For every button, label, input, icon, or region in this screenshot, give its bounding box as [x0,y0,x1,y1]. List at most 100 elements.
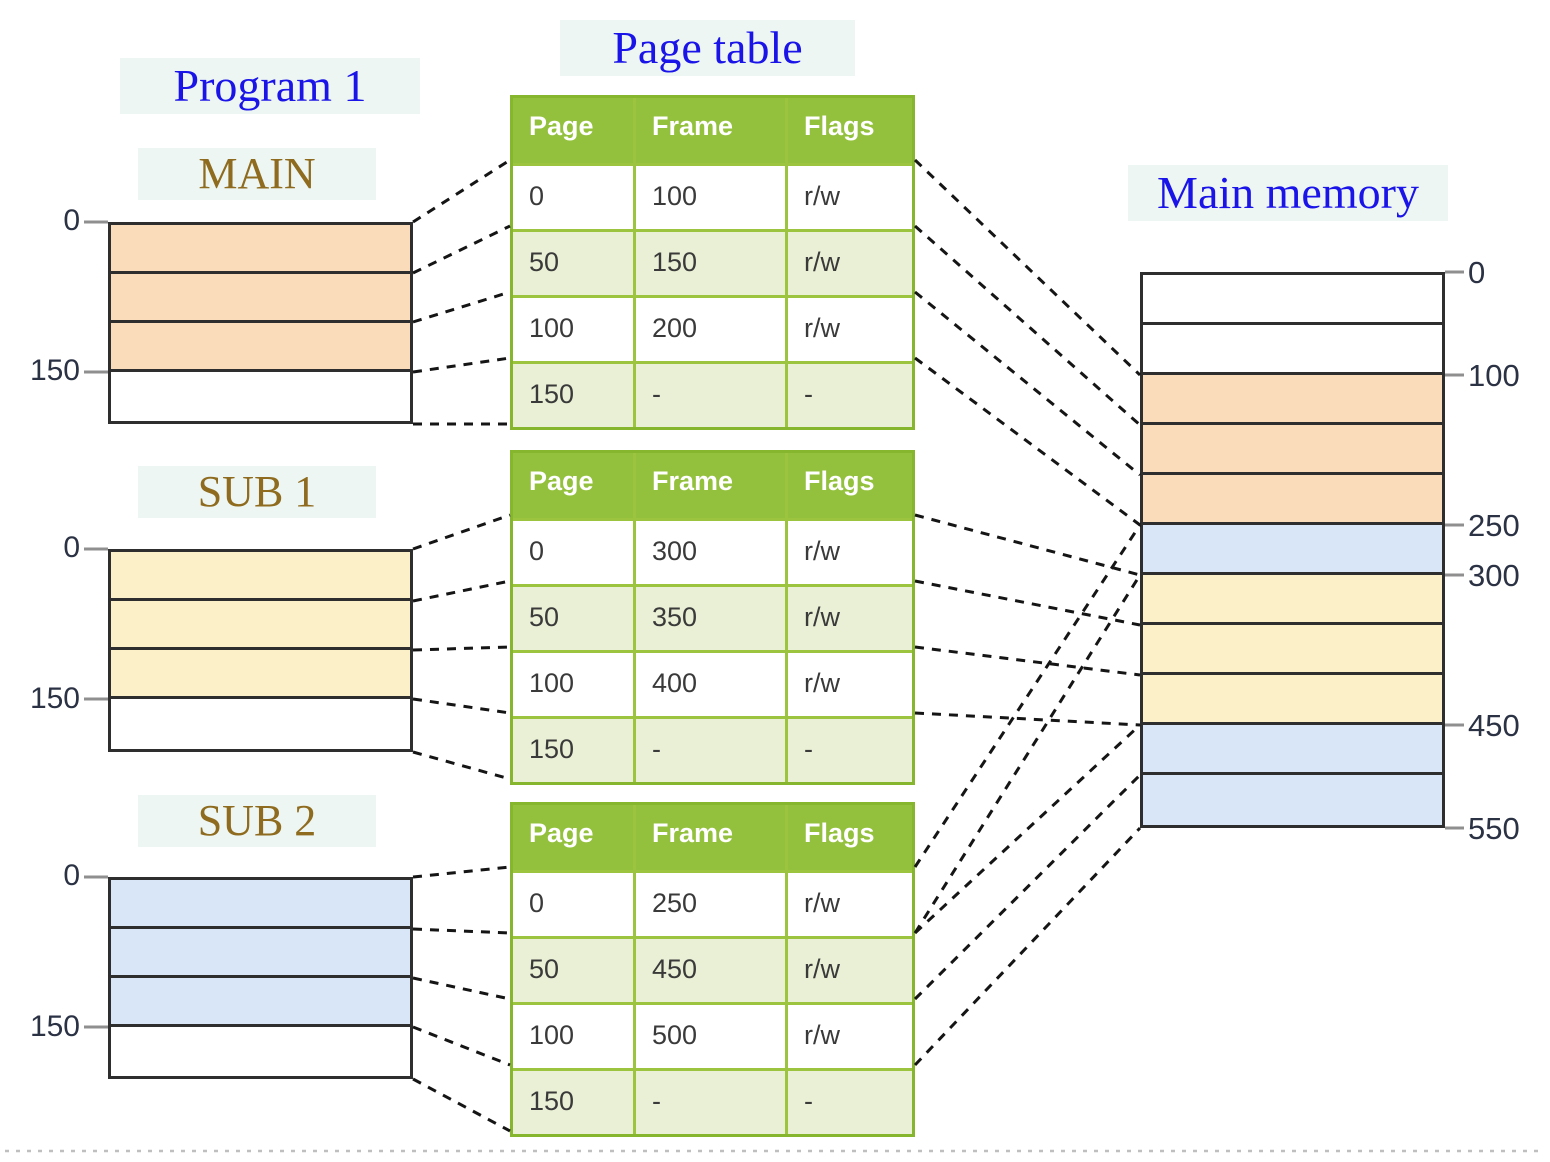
address-label: 0 [63,859,80,892]
memory-address-label: 450 [1468,708,1520,743]
mapping-line [412,290,511,324]
cell-flags: r/w [785,939,912,1002]
page-table-header-row: Page Frame Flags [513,805,912,870]
table-row: 0 300 r/w [513,518,912,584]
table-row: 0 250 r/w [513,870,912,936]
mapping-line [913,723,1142,935]
mapping-line [412,224,511,275]
col-header-flags: Flags [785,98,912,163]
memory-address-label: 300 [1468,558,1520,593]
cell-flags: - [785,364,912,427]
module-segment [111,1027,410,1076]
memory-address-label: 100 [1468,358,1520,393]
module-segment [111,978,410,1027]
module-segment [111,225,410,274]
cell-page: 50 [529,954,560,984]
cell-flags: - [785,719,912,782]
module-segment [111,880,410,929]
mapping-line [914,290,1141,477]
table-row: 50 350 r/w [513,584,912,650]
col-header-frame: Frame [633,98,785,163]
table-row: 150 - - [513,361,912,427]
mapping-line [412,513,511,551]
mapping-line [412,976,511,1001]
cell-flags: - [785,1071,912,1134]
table-row: 150 - - [513,1068,912,1134]
col-header-page: Page [529,111,594,141]
mapping-line [412,158,511,224]
mapping-line [914,711,1141,727]
cell-frame: 200 [633,298,785,361]
cell-page: 100 [529,313,575,343]
cell-flags: r/w [785,521,912,584]
col-header-page: Page [529,818,594,848]
col-header-page: Page [529,466,594,496]
module-segment [111,601,410,650]
table-row: 100 500 r/w [513,1002,912,1068]
cell-page: 150 [529,379,575,409]
memory-address-label: 0 [1468,255,1486,290]
mapping-line [913,574,1142,934]
table-row: 50 150 r/w [513,229,912,295]
module-segment [111,929,410,978]
mapping-line [412,750,511,781]
cell-flags: r/w [785,653,912,716]
mapping-line [412,1025,511,1067]
table-row: 50 450 r/w [513,936,912,1002]
cell-frame: - [633,364,785,427]
cell-frame: - [633,719,785,782]
mapping-line [913,524,1142,868]
cell-frame: 150 [633,232,785,295]
address-label: 150 [29,1010,80,1043]
memory-segment [1143,275,1442,325]
module-segment [111,552,410,601]
table-row: 0 100 r/w [513,163,912,229]
table-row: 100 200 r/w [513,295,912,361]
module-segment [111,372,410,421]
cell-flags: r/w [785,1005,912,1068]
main-memory-box [1140,272,1445,828]
page-table-header-row: Page Frame Flags [513,453,912,518]
memory-segment [1143,575,1442,625]
memory-segment [1143,725,1442,775]
cell-frame: 500 [633,1005,785,1068]
cell-frame: 100 [633,166,785,229]
mapping-line [914,579,1141,627]
cell-flags: r/w [785,873,912,936]
module-box-sub2 [108,877,413,1079]
cell-frame: 300 [633,521,785,584]
module-label-sub2: SUB 2 [138,795,376,848]
page-table-main: Page Frame Flags 0 100 r/w 50 150 r/w 10… [510,95,915,430]
cell-flags: r/w [785,232,912,295]
module-box-sub1 [108,549,413,752]
memory-segment [1143,625,1442,675]
mapping-line [913,158,1142,377]
cell-flags: r/w [785,166,912,229]
cell-page: 150 [529,734,575,764]
mapping-line [914,513,1141,577]
memory-segment [1143,675,1442,725]
mapping-line [913,773,1142,1001]
mapping-line [914,356,1141,527]
main-memory-title: Main memory [1128,165,1448,221]
cell-frame: - [633,1071,785,1134]
memory-segment [1143,425,1442,475]
mapping-line [914,224,1141,427]
cell-flags: r/w [785,298,912,361]
mapping-line [412,579,511,603]
table-row: 150 - - [513,716,912,782]
address-label: 150 [29,354,80,387]
col-header-frame: Frame [633,805,785,870]
program-title: Program 1 [120,58,420,114]
cell-frame: 450 [633,939,785,1002]
page-table-sub2: Page Frame Flags 0 250 r/w 50 450 r/w 10… [510,802,915,1137]
memory-segment [1143,475,1442,525]
cell-page: 50 [529,602,560,632]
cell-page: 0 [529,888,545,918]
mapping-line [412,865,511,879]
cell-frame: 400 [633,653,785,716]
cell-page: 0 [529,181,545,211]
module-segment [111,274,410,323]
address-label: 0 [63,204,80,237]
